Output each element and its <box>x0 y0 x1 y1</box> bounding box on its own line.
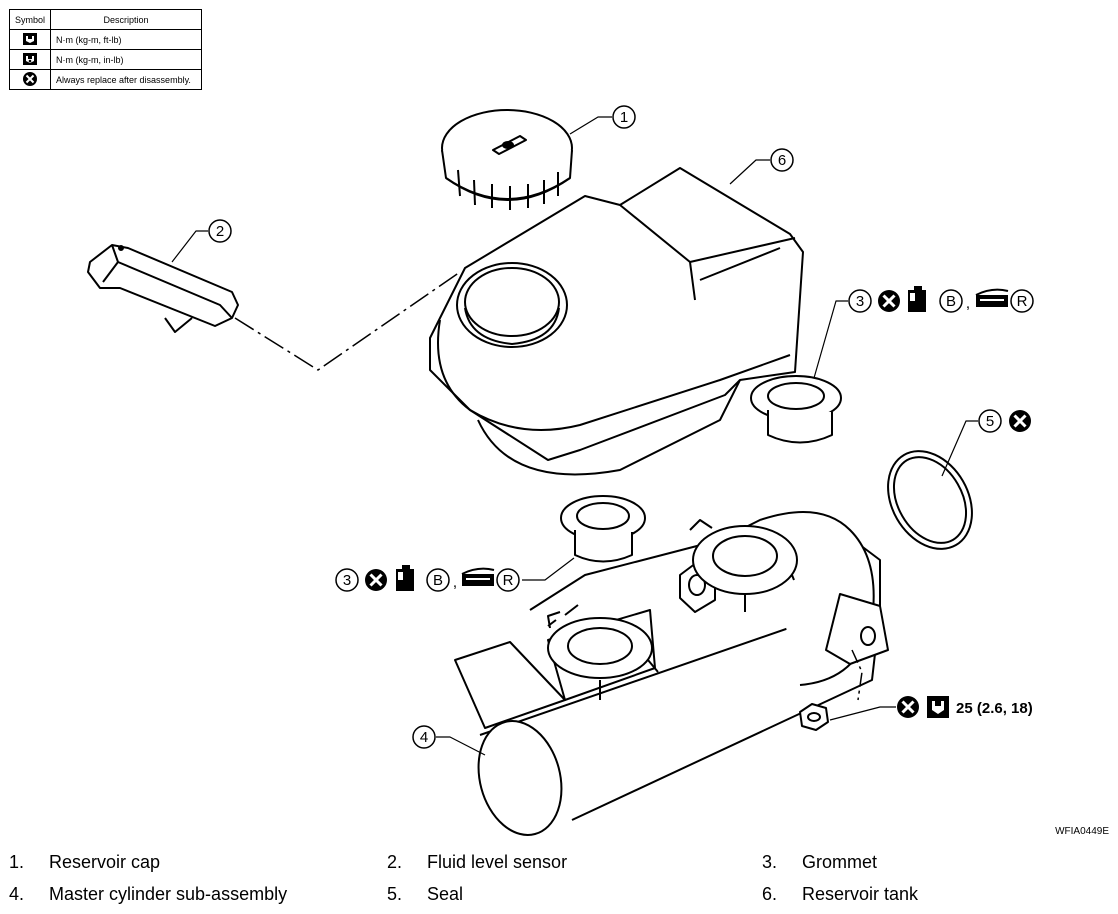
list-item: 6. Reservoir tank <box>762 884 918 908</box>
list-item: 4. Master cylinder sub-assembly <box>9 884 287 908</box>
sensor-leader-line <box>234 271 461 371</box>
list-item: 5. Seal <box>387 884 463 908</box>
part-name: Fluid level sensor <box>427 852 568 872</box>
callout-4-label: 4 <box>420 729 428 746</box>
legend-row: N·m (kg-m, in-lb) <box>8 49 203 70</box>
part-name: Seal <box>427 884 464 904</box>
comma-separator: , <box>453 574 457 591</box>
callout-1: 1 <box>612 105 636 129</box>
nut <box>799 649 863 731</box>
reservoir-tank <box>429 167 804 476</box>
callout-6-label: 6 <box>778 152 786 169</box>
symbol-legend-table: Symbol Description N·m (kg-m, ft-lb) N·m… <box>8 9 203 90</box>
torque-wrench-icon <box>8 29 52 50</box>
torque-wrench-inlb-icon <box>8 49 52 70</box>
legend-row: Always replace after disassembly. <box>8 69 203 90</box>
legend-header-row: Symbol Description <box>8 9 203 30</box>
torque-spec-text: 25 (2.6, 18) <box>956 700 1033 717</box>
part-name: Master cylinder sub-assembly <box>49 884 288 904</box>
leader-line-4 <box>436 736 486 756</box>
seal <box>887 450 973 550</box>
list-item: 2. Fluid level sensor <box>387 852 567 876</box>
callout-3-lower-label: 3 <box>343 572 351 589</box>
part-number: 1. <box>9 852 25 872</box>
rubber-grease-icon <box>975 288 1009 308</box>
part-name: Reservoir tank <box>802 884 919 904</box>
grommet-lower <box>560 495 646 563</box>
brake-fluid-grade-label: B <box>433 572 443 589</box>
part-number: 4. <box>9 884 25 904</box>
grommet-upper <box>750 375 842 444</box>
brake-fluid-icon <box>908 286 926 312</box>
callout-3-upper: 3 B , R <box>848 286 1034 314</box>
callout-5: 5 <box>978 408 1033 434</box>
leader-line-2 <box>171 230 208 263</box>
callout-5-label: 5 <box>986 413 994 430</box>
replace-x-icon <box>876 288 902 314</box>
part-name: Grommet <box>802 852 878 872</box>
rubber-grease-grade-label: R <box>1017 293 1028 310</box>
replace-x-icon <box>1007 408 1033 434</box>
brake-fluid-grade-label: B <box>946 293 956 310</box>
nut-torque-callout: 25 (2.6, 18) <box>895 694 1033 720</box>
legend-description: Always replace after disassembly. <box>50 69 203 90</box>
part-number: 6. <box>762 884 778 904</box>
part-name: Reservoir cap <box>49 852 161 872</box>
part-number: 5. <box>387 884 403 904</box>
figure-code: WFIA0449E <box>1055 826 1109 837</box>
leader-line-3-upper <box>813 300 848 379</box>
callout-2: 2 <box>208 219 232 243</box>
part-number: 2. <box>387 852 403 872</box>
rubber-grease-icon <box>461 567 495 587</box>
callout-6: 6 <box>770 148 794 172</box>
exploded-parts-diagram: 1 2 6 5 4 3 B , R <box>87 105 1034 836</box>
comma-separator: , <box>966 295 970 312</box>
callout-2-label: 2 <box>216 223 224 240</box>
callout-4: 4 <box>412 725 436 749</box>
reservoir-cap <box>441 109 573 210</box>
rubber-grease-grade-label: R <box>503 572 514 589</box>
leader-line-5 <box>941 420 978 477</box>
replace-x-icon <box>8 69 52 90</box>
leader-line-3-lower <box>522 557 575 581</box>
brake-fluid-icon <box>396 565 414 591</box>
replace-x-icon <box>363 567 389 593</box>
leader-line-nut <box>829 706 896 721</box>
replace-x-icon <box>895 694 921 720</box>
list-item: 3. Grommet <box>762 852 877 876</box>
leader-line-1 <box>569 116 612 135</box>
callout-3-lower: 3 B , R <box>335 565 520 593</box>
leader-line-6 <box>729 159 770 185</box>
part-number: 3. <box>762 852 778 872</box>
list-item: 1. Reservoir cap <box>9 852 160 876</box>
callout-1-label: 1 <box>620 109 628 126</box>
fluid-level-sensor <box>87 244 239 333</box>
master-cylinder <box>454 511 889 836</box>
callout-3-upper-label: 3 <box>856 293 864 310</box>
